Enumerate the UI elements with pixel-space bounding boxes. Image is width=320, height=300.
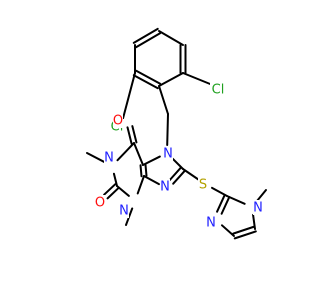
atom-label-background: [253, 200, 263, 215]
atom-label-chlorine: Cl: [212, 83, 225, 98]
bond-line: [142, 155, 161, 166]
atom-label-nitrogen: N: [206, 216, 216, 231]
bond-line: [133, 142, 144, 166]
atom-label-background: [95, 195, 105, 210]
atom-label-nitrogen: N: [104, 151, 114, 166]
bond-line: [220, 196, 231, 215]
atom-label-background: [119, 203, 129, 218]
bond-line: [122, 72, 136, 120]
bond-line: [103, 183, 117, 196]
bond-line: [232, 225, 256, 235]
bond-line: [112, 172, 118, 187]
bond-line: [158, 72, 184, 87]
atom-label-background: [198, 177, 208, 192]
atom-label-nitrogen: N: [253, 201, 263, 216]
bond-line: [220, 224, 235, 237]
atom-label-background: [160, 179, 170, 194]
bond-line: [135, 32, 162, 49]
atom-label-background: [113, 113, 123, 128]
bond-line: [106, 186, 120, 200]
bond-line: [139, 164, 143, 178]
molecule-structure: ClClOONNNNSNN: [0, 0, 300, 300]
bond-line: [182, 168, 200, 181]
bond-line: [131, 125, 138, 144]
bond-line: [226, 195, 246, 205]
background: [0, 0, 300, 300]
atom-label-oxygen: O: [113, 114, 123, 129]
bond-line: [158, 30, 184, 46]
bond-line: [158, 85, 169, 115]
atom-label-background: [210, 82, 226, 97]
bond-line: [256, 189, 267, 202]
atom-label-nitrogen: N: [160, 180, 170, 195]
bond-line: [252, 213, 256, 230]
bond-line: [172, 169, 186, 185]
atom-label-background: [104, 150, 114, 165]
bond-line: [116, 142, 135, 162]
atom-label-background: [163, 146, 173, 161]
bond-lines: [86, 27, 267, 240]
bond-line: [136, 175, 145, 195]
bond-line: [86, 152, 106, 164]
bond-line: [168, 166, 183, 182]
bond-line: [125, 207, 134, 226]
bond-line: [126, 126, 133, 145]
bond-line: [132, 27, 159, 44]
bond-line: [233, 230, 257, 240]
atom-labels: ClClOONNNNSNN: [95, 82, 263, 231]
bond-line: [144, 163, 148, 177]
bond-line: [143, 175, 160, 186]
bond-line: [166, 113, 169, 147]
atom-label-nitrogen: N: [119, 204, 129, 219]
atom-label-nitrogen: N: [163, 147, 173, 162]
bond-line: [135, 69, 162, 85]
atom-label-background: [206, 215, 216, 230]
bond-line: [216, 193, 226, 213]
bond-line: [182, 72, 214, 86]
atom-label-sulfur: S: [199, 178, 207, 193]
bond-line: [132, 74, 159, 90]
atom-label-oxygen: O: [95, 196, 105, 211]
